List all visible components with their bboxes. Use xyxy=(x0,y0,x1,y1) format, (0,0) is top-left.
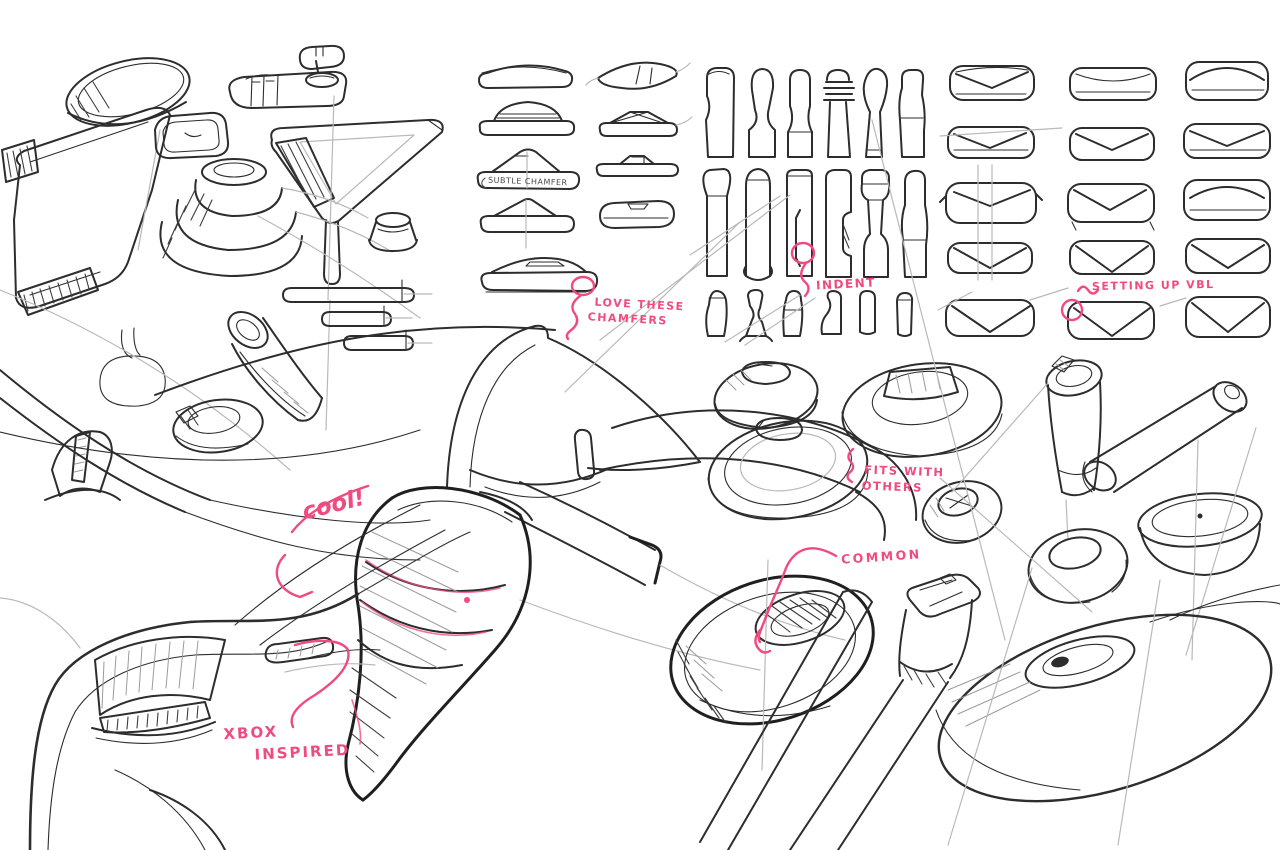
large-disc-sketch xyxy=(935,567,1280,846)
annotation-leaders xyxy=(275,241,1100,729)
triangle-stick-base-sketch xyxy=(270,95,444,431)
pill-slots-sketch xyxy=(282,279,433,351)
stick-shaft-profile-grid xyxy=(599,67,929,346)
oval-dome-button-sketch xyxy=(65,57,191,127)
controller-slab-sketch xyxy=(1,106,171,407)
trigger-fin-sketch xyxy=(0,289,431,561)
grip-cylinder-sketch xyxy=(227,311,323,422)
stepped-dome-sketch xyxy=(159,158,421,319)
rounded-square-button-sketch xyxy=(154,111,230,160)
annotation-love-these-chamfers: LOVE THESE CHAMFERS xyxy=(587,296,685,330)
pink-dot xyxy=(464,597,470,603)
ring-sketch xyxy=(172,398,264,454)
bottom-left-corner-sketch xyxy=(0,531,471,850)
annotation-xbox-inspired: XBOX INSPIRED xyxy=(223,718,351,767)
cone-button-sketch xyxy=(368,212,418,252)
thumbstick-disc-sketches xyxy=(707,119,1263,661)
hero-grip-sketch xyxy=(0,221,918,802)
stub-shaft-sketches xyxy=(699,573,981,850)
keycap-profile-column-right xyxy=(585,61,693,229)
annotation-line: OTHERS xyxy=(861,478,924,495)
pencil-bracket xyxy=(481,177,487,189)
bumper-button-grid xyxy=(937,61,1271,340)
annotation-indent: INDENT xyxy=(815,275,877,293)
annotation-fits-with-others: FITS WITH OTHERS xyxy=(861,463,945,497)
keycap-profile-column-left xyxy=(476,64,599,293)
annotation-setting-up-vbl: SETTING UP VBL xyxy=(1091,277,1215,294)
torus-sketch xyxy=(669,559,875,771)
remote-top-view-sketch xyxy=(228,44,348,109)
